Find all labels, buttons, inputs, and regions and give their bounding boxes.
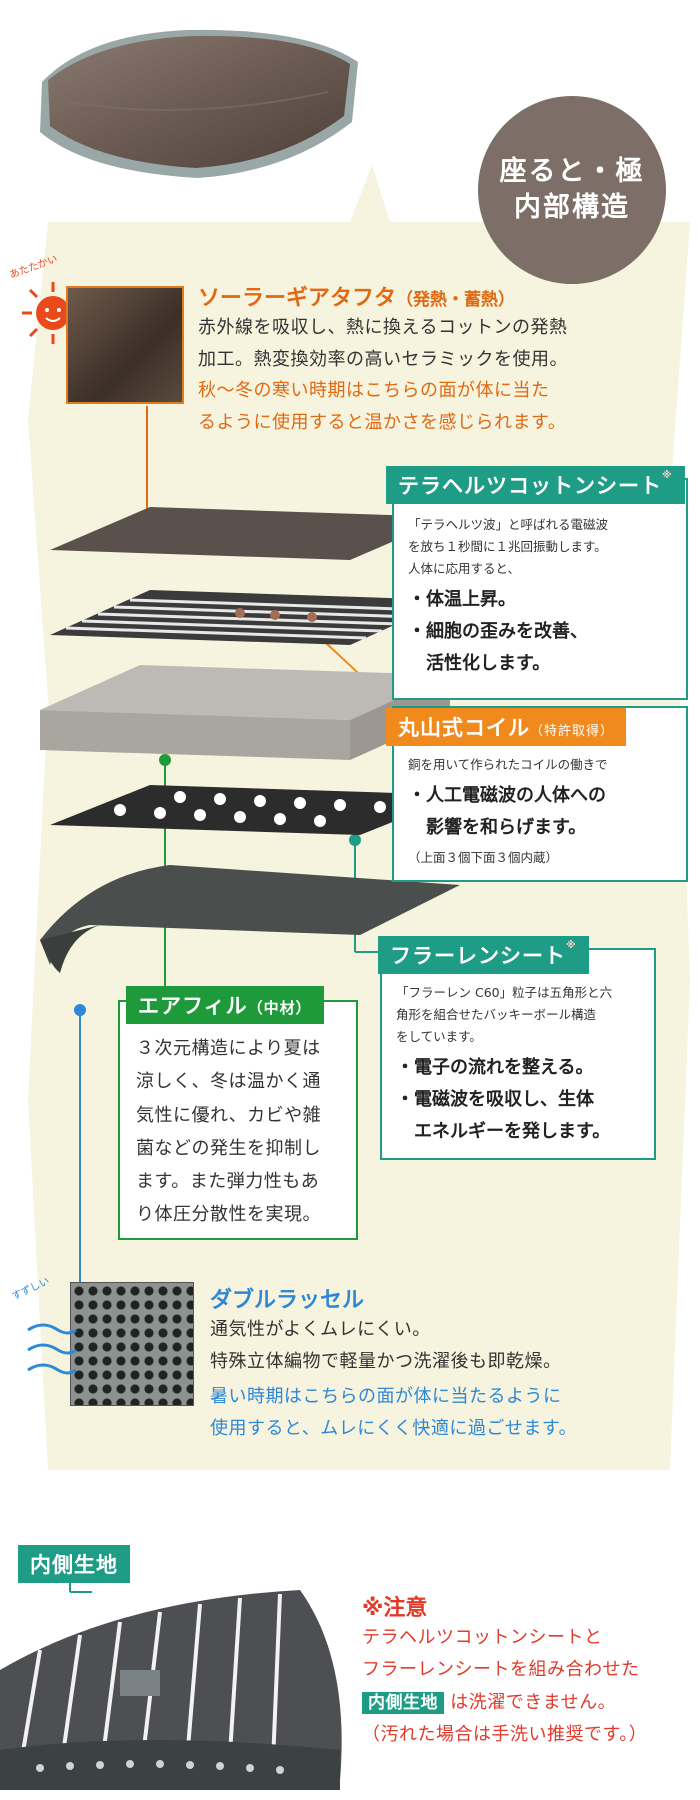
terahealth-bullet-3: 活性化します。 [408, 653, 551, 675]
solar-section: ソーラーギアタフタ（発熱・蓄熱） 赤外線を吸収し、熱に換えるコットンの発熱 加工… [198, 280, 658, 438]
solar-title-sub: （発熱・蓄熱） [396, 290, 516, 310]
airfill-header: エアフィル（中材） [126, 986, 324, 1024]
solar-title-row: ソーラーギアタフタ（発熱・蓄熱） [198, 280, 658, 312]
coil-card: 丸山式コイル（特許取得） 銅を用いて作られたコイルの働きで ・人工電磁波の人体へ… [386, 706, 688, 882]
coil-title-sub: （特許取得） [530, 724, 615, 739]
double-body-line-1: 通気性がよくムレにくい。 [210, 1319, 431, 1340]
terahealth-desc-3: 人体に応用すると、 [408, 560, 521, 576]
solar-body-line-1: 赤外線を吸収し、熱に換えるコットンの発熱 [198, 317, 568, 338]
fullerene-desc-2: 角形を組合せたバッキーボール構造 [396, 1006, 597, 1022]
fullerene-title: フラーレンシート [390, 944, 566, 968]
airfill-title-sub: （中材） [247, 999, 312, 1017]
fullerene-bullet-1: ・電子の流れを整える。 [396, 1056, 594, 1078]
solar-taffeta-swatch [66, 286, 184, 404]
fullerene-desc-3: をしています。 [396, 1028, 482, 1044]
cushion-photo [40, 29, 358, 179]
double-note-line-2: 使用すると、ムレにくく快適に過ごせます。 [210, 1417, 578, 1439]
warning-line-3-rest: は洗濯できません。 [444, 1691, 617, 1713]
coil-desc: 銅を用いて作られたコイルの働きで [408, 757, 608, 772]
fullerene-mark: ※ [566, 940, 577, 951]
double-raschel-title: ダブルラッセル [210, 1288, 365, 1313]
inner-fabric-photo [0, 1590, 342, 1790]
terahealth-desc-1: 「テラヘルツ波」と呼ばれる電磁波 [408, 517, 609, 532]
airfill-line-4: 菌などの発生を抑制し [136, 1137, 321, 1159]
warning-line-2: フラーレンシートを組み合わせた [362, 1659, 640, 1681]
coil-title: 丸山式コイル [398, 716, 530, 740]
coil-bullet-2: 影響を和らげます。 [408, 817, 587, 839]
structure-badge: 座ると・極 内部構造 [478, 96, 666, 284]
warning-line-4: （汚れた場合は手洗い推奨です。） [362, 1724, 648, 1746]
solar-title: ソーラーギアタフタ [198, 286, 397, 311]
double-note-line-1: 暑い時期はこちらの面が体に当たるように [210, 1386, 562, 1407]
airfill-card: エアフィル（中材） ３次元構造により夏は 涼しく、冬は温かく通 気性に優れ、カビ… [118, 986, 358, 1240]
coil-note: （上面３個下面３個内蔵） [408, 849, 559, 865]
coil-bullet-1: ・人工電磁波の人体への [408, 784, 606, 806]
terahealth-bullet-1: ・体温上昇。 [408, 588, 516, 610]
fullerene-bullet-2: ・電磁波を吸収し、生体 [396, 1089, 594, 1111]
terahealth-bullet-2: ・細胞の歪みを改善、 [408, 621, 588, 643]
solar-note-line-2: るように使用すると温かさを感じられます。 [198, 411, 567, 433]
terahealth-card: テラヘルツコットンシート※ 「テラヘルツ波」と呼ばれる電磁波 を放ち１秒間に１兆… [386, 466, 688, 700]
cool-wind-icon [27, 1323, 77, 1375]
warning-line-3: 内側生地 は洗濯できません。 [362, 1687, 692, 1719]
airfill-line-3: 気性に優れ、カビや雑 [136, 1104, 322, 1126]
fullerene-card: フラーレンシート※ 「フラーレン C60」粒子は五角形と六 角形を組合せたバッキ… [378, 936, 656, 1160]
warning-title: ※注意 [362, 1596, 428, 1621]
inner-fabric-tag: 内側生地 [18, 1545, 130, 1583]
solar-body-line-2: 加工。熱変換効率の高いセラミックを使用。 [198, 348, 568, 370]
warning-inner-fabric-tag: 内側生地 [362, 1691, 444, 1714]
airfill-line-1: ３次元構造により夏は [136, 1038, 321, 1059]
solar-note-line-1: 秋〜冬の寒い時期はこちらの面が体に当た [198, 380, 550, 401]
airfill-title: エアフィル [138, 994, 248, 1018]
airfill-line-5: ます。また弾力性もあ [136, 1171, 320, 1193]
fullerene-desc-1: 「フラーレン C60」粒子は五角形と六 [396, 985, 613, 1000]
airfill-line-6: り体圧分散性を実現。 [136, 1204, 321, 1226]
double-raschel-section: ダブルラッセル 通気性がよくムレにくい。 特殊立体編物で軽量かつ洗濯後も即乾燥。… [210, 1282, 680, 1444]
fullerene-bullet-3: エネルギーを発します。 [396, 1121, 611, 1143]
double-body-line-2: 特殊立体編物で軽量かつ洗濯後も即乾燥。 [210, 1350, 562, 1372]
double-raschel-swatch [70, 1282, 194, 1406]
terahealth-mark: ※ [662, 470, 673, 481]
terahealth-header: テラヘルツコットンシート※ [386, 466, 685, 504]
warning-section: ※注意 テラヘルツコットンシートと フラーレンシートを組み合わせた 内側生地 は… [362, 1590, 692, 1752]
airfill-line-2: 涼しく、冬は温かく通 [136, 1071, 321, 1093]
badge-line-1: 座ると・極 [499, 155, 645, 187]
terahealth-desc-2: を放ち１秒間に１兆回振動します。 [408, 538, 607, 554]
badge-line-2: 内部構造 [514, 192, 630, 223]
coil-header: 丸山式コイル（特許取得） [386, 708, 627, 746]
terahealth-title: テラヘルツコットンシート [398, 474, 662, 498]
fullerene-header: フラーレンシート※ [378, 936, 589, 974]
layer-illustration [40, 507, 460, 973]
warning-line-1: テラヘルツコットンシートと [362, 1627, 603, 1648]
